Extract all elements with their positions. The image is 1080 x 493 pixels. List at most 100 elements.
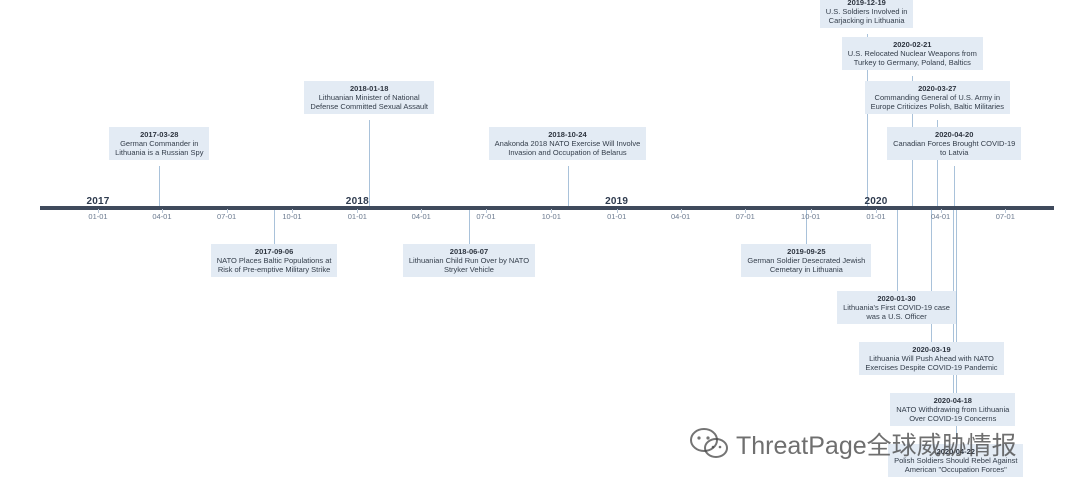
tick-label: 10-01 xyxy=(801,212,821,221)
tick-label: 07-01 xyxy=(217,212,237,221)
event-date: 2017-03-28 xyxy=(140,130,179,139)
watermark-text: ThreatPage全球威胁情报 xyxy=(736,432,1017,460)
event-title-line: German Commander in xyxy=(120,139,199,148)
event-date: 2020-01-30 xyxy=(877,294,916,303)
tick-mark xyxy=(98,209,99,213)
event-connector xyxy=(866,34,868,206)
tick-mark xyxy=(745,209,747,213)
event-title-line: Risk of Pre-emptive Military Strike xyxy=(217,265,331,274)
event-title-line: Lithuanian Minister of National xyxy=(318,93,420,102)
event-title-line: U.S. Relocated Nuclear Weapons from xyxy=(847,49,977,58)
year-label-2019: 2019 xyxy=(605,196,629,207)
year-label-2018: 2018 xyxy=(345,196,369,207)
event-connector xyxy=(567,166,569,206)
event-title-line: NATO Withdrawing from Lithuania xyxy=(896,405,1010,414)
event-date: 2017-09-06 xyxy=(254,247,294,256)
tick-label: 04-01 xyxy=(931,212,951,221)
event-date: 2019-12-19 xyxy=(847,0,886,7)
event-connector xyxy=(806,210,808,244)
event-date: 2020-04-20 xyxy=(935,130,974,139)
event-title-line: Invasion and Occupation of Belarus xyxy=(508,148,627,157)
event-date: 2018-06-07 xyxy=(449,247,489,256)
event-title-line: Lithuania's First COVID-19 case xyxy=(843,303,950,312)
event-title-line: Commanding General of U.S. Army in xyxy=(874,93,1001,102)
tick-label: 10-01 xyxy=(541,212,561,221)
event-connector xyxy=(954,166,956,206)
year-label-2017: 2017 xyxy=(86,196,110,207)
event-date: 2020-04-18 xyxy=(933,396,972,405)
event-title-line: Over COVID-19 Concerns xyxy=(909,414,997,423)
event-title-line: Cemetary in Lithuania xyxy=(769,265,843,274)
event-date: 2020-03-27 xyxy=(918,84,957,93)
tick-mark xyxy=(421,209,423,213)
event-title-line: Canadian Forces Brought COVID-19 xyxy=(893,139,1016,148)
tick-mark xyxy=(226,209,228,213)
event-connector xyxy=(468,210,470,244)
tick-mark xyxy=(810,209,812,213)
tick-label: 07-01 xyxy=(735,212,755,221)
event-connector xyxy=(274,210,276,244)
event-title-line: Europe Criticizes Polish, Baltic Militar… xyxy=(870,102,1004,111)
tick-label: 01-01 xyxy=(866,212,886,221)
event-connector xyxy=(369,120,371,206)
event-connector xyxy=(937,120,939,206)
wechat-icon xyxy=(690,428,728,458)
event-connector xyxy=(931,210,933,342)
event-title-line: was a U.S. Officer xyxy=(866,312,927,321)
event-title-line: Lithuania is a Russian Spy xyxy=(115,148,204,157)
tick-label: 04-01 xyxy=(671,212,691,221)
event-title-line: Turkey to Germany, Poland, Baltics xyxy=(853,58,971,67)
tick-label: 01-01 xyxy=(347,212,367,221)
tick-label: 01-01 xyxy=(607,212,627,221)
event-date: 2019-09-25 xyxy=(787,247,826,256)
event-date: 2018-10-24 xyxy=(548,130,587,139)
watermark: ThreatPage全球威胁情报 xyxy=(688,424,1017,464)
timeline-axis xyxy=(40,206,1054,210)
event-date: 2020-03-19 xyxy=(912,345,951,354)
event-date: 2020-04-22 xyxy=(936,447,975,456)
tick-label: 04-01 xyxy=(411,212,431,221)
tick-label: 10-01 xyxy=(282,212,302,221)
event-title-line: Polish Soldiers Should Rebel Against xyxy=(894,456,1018,465)
event-title-line: Anakonda 2018 NATO Exercise Will Involve xyxy=(494,139,641,148)
event-title-line: Lithuanian Child Run Over by NATO xyxy=(408,256,530,265)
event-date: 2018-01-18 xyxy=(350,84,389,93)
tick-label: 07-01 xyxy=(476,212,496,221)
tick-mark xyxy=(1005,209,1007,213)
tick-mark xyxy=(551,209,553,213)
event-title-line: Stryker Vehicle xyxy=(443,265,494,274)
year-label-2020: 2020 xyxy=(864,196,888,207)
event-title-line: U.S. Soldiers Involved in xyxy=(825,7,908,16)
event-title-line: Carjacking in Lithuania xyxy=(828,16,905,25)
event-title-line: American "Occupation Forces" xyxy=(904,465,1007,474)
tick-mark xyxy=(161,209,163,213)
tick-mark xyxy=(680,209,682,213)
tick-mark xyxy=(485,209,487,213)
tick-label: 04-01 xyxy=(152,212,172,221)
event-title-line: Exercises Despite COVID-19 Pandemic xyxy=(865,363,998,372)
tick-mark xyxy=(291,209,293,213)
tick-mark xyxy=(357,209,359,213)
event-title-line: Defense Committed Sexual Assault xyxy=(310,102,428,111)
event-connector xyxy=(955,210,957,444)
event-connector xyxy=(896,210,898,291)
event-title-line: Lithuania Will Push Ahead with NATO xyxy=(869,354,994,363)
event-title-line: NATO Places Baltic Populations at xyxy=(216,256,332,265)
event-date: 2020-02-21 xyxy=(893,40,932,49)
event-connector xyxy=(159,166,161,206)
tick-label: 07-01 xyxy=(995,212,1015,221)
